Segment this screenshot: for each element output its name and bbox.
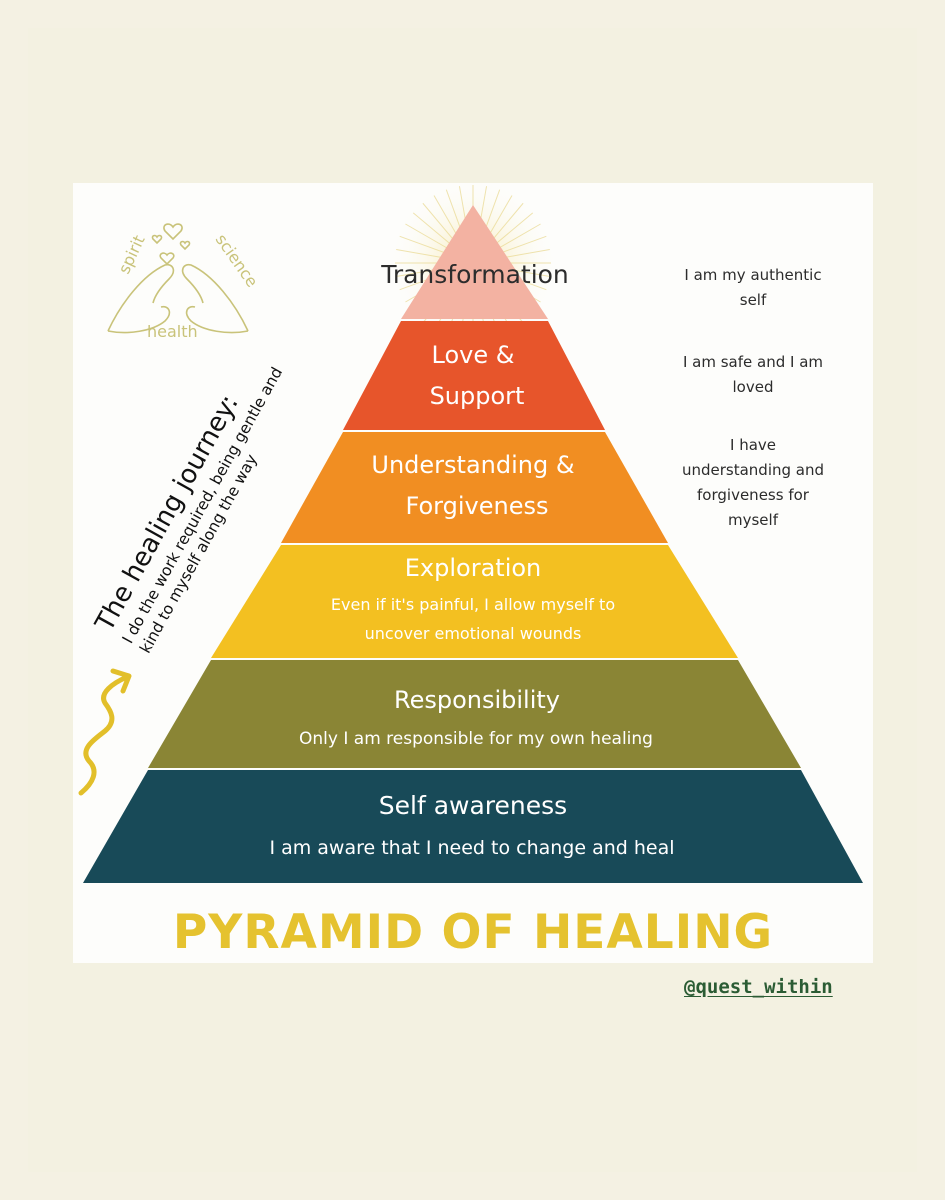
svg-text:self: self <box>740 291 767 309</box>
level-title-love-line1: Love & <box>432 341 515 369</box>
svg-text:myself: myself <box>728 511 779 529</box>
logo: spirit science health <box>107 223 262 341</box>
level-title-responsibility: Responsibility <box>394 686 560 714</box>
level-self-awareness <box>83 770 863 883</box>
logo-word-science: science <box>212 230 262 290</box>
svg-text:understanding and: understanding and <box>682 461 824 479</box>
hands-heart-icon <box>107 223 249 334</box>
level-title-self-awareness: Self awareness <box>379 791 567 820</box>
level-title-exploration: Exploration <box>405 554 542 582</box>
level-title-understanding-line2: Forgiveness <box>406 492 549 520</box>
svg-text:I have: I have <box>730 436 776 454</box>
side-note-transformation: I am my authentic self <box>684 266 821 309</box>
svg-text:I am my authentic: I am my authentic <box>684 266 821 284</box>
svg-text:loved: loved <box>733 378 774 396</box>
level-understanding <box>281 432 668 543</box>
side-note-understanding: I have understanding and forgiveness for… <box>682 436 824 529</box>
level-subtitle-exploration-line2: uncover emotional wounds <box>365 624 582 643</box>
logo-word-spirit: spirit <box>114 232 148 276</box>
footer-title: PYRAMID OF HEALING <box>173 905 773 960</box>
level-subtitle-responsibility: Only I am responsible for my own healing <box>299 729 653 749</box>
level-exploration <box>211 545 738 658</box>
level-transformation <box>401 205 548 319</box>
svg-text:forgiveness for: forgiveness for <box>697 486 810 504</box>
level-title-understanding-line1: Understanding & <box>371 451 574 479</box>
handle-link[interactable]: @quest_within <box>684 976 833 998</box>
pyramid-infographic: Transformation Love & Support Understand… <box>78 183 863 960</box>
side-note-love: I am safe and I am loved <box>683 353 823 396</box>
level-subtitle-exploration-line1: Even if it's painful, I allow myself to <box>331 595 615 614</box>
infographic-card: Transformation Love & Support Understand… <box>73 183 873 963</box>
level-title-love-line2: Support <box>430 382 525 410</box>
level-responsibility <box>148 660 801 768</box>
level-title-transformation: Transformation <box>380 260 569 289</box>
level-love-support <box>343 321 605 430</box>
squiggle-arrow-icon <box>78 668 132 796</box>
level-subtitle-self-awareness: I am aware that I need to change and hea… <box>269 837 674 859</box>
svg-text:I am safe and I am: I am safe and I am <box>683 353 823 371</box>
logo-word-health: health <box>147 322 198 341</box>
